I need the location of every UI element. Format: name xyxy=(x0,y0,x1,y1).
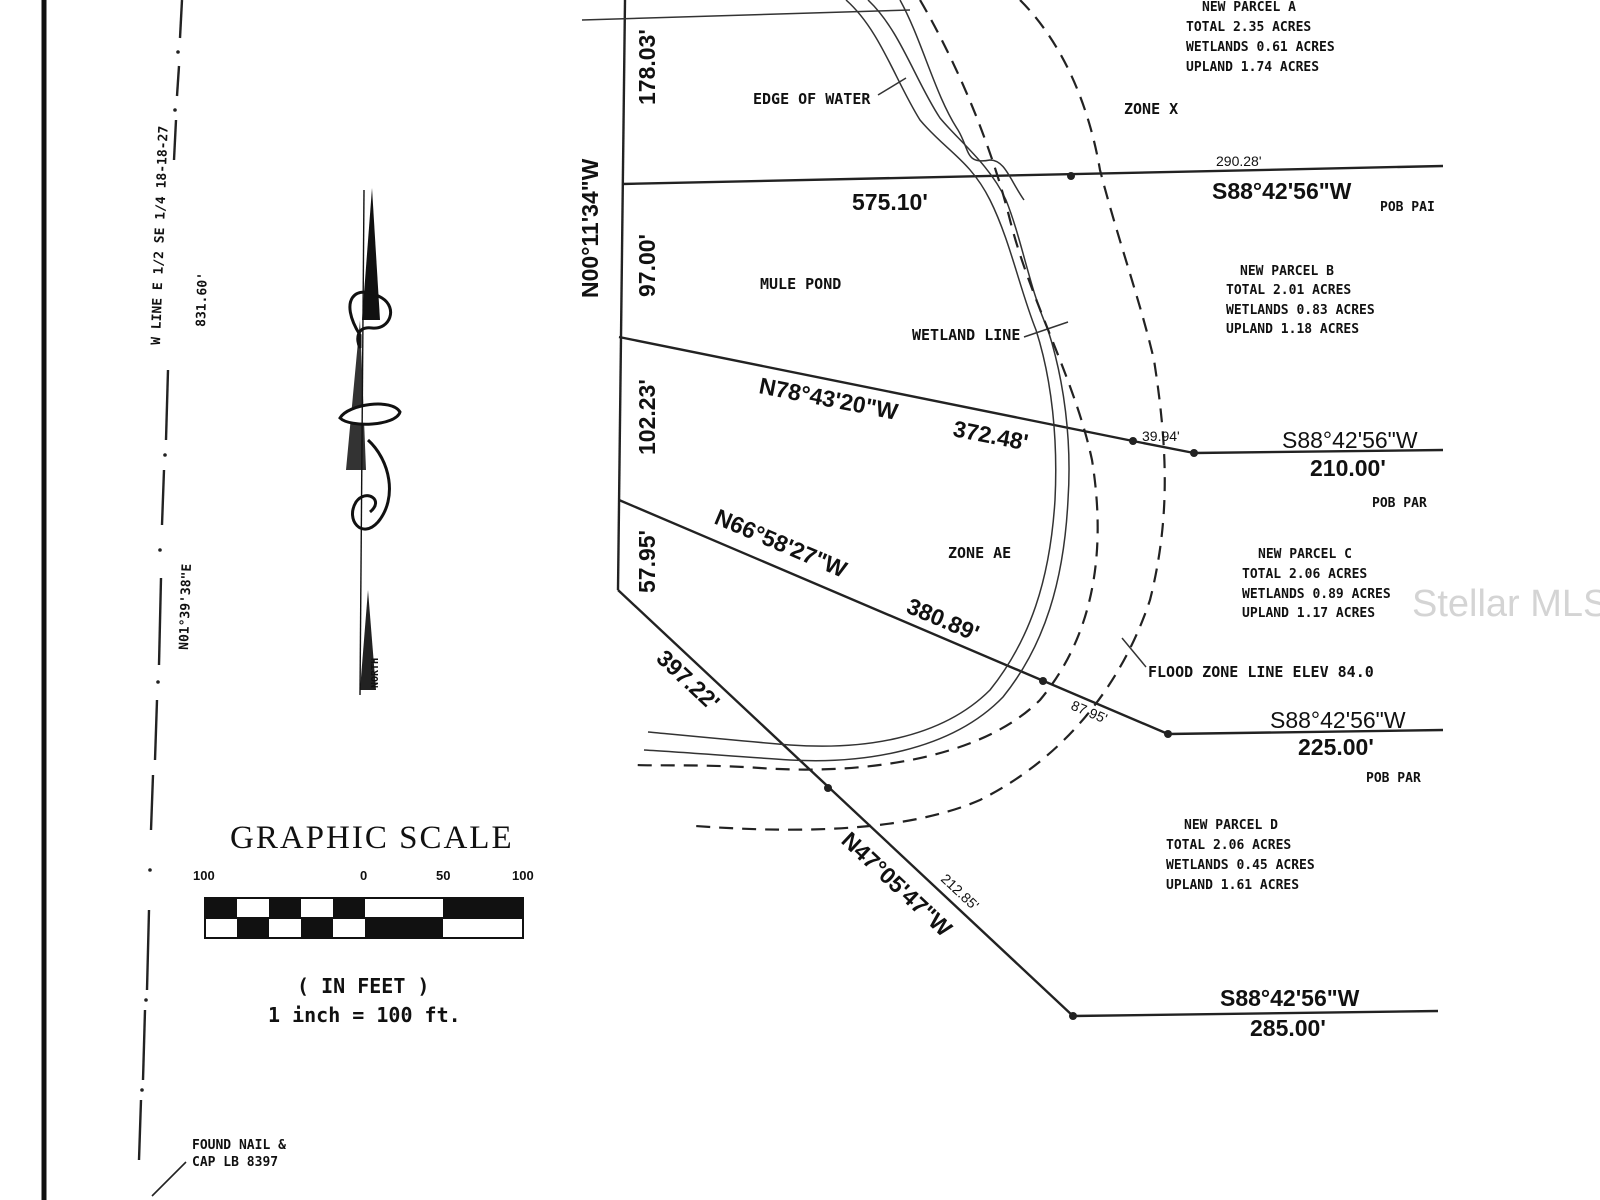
survey-point xyxy=(824,784,832,792)
line-a-total-length: 575.10' xyxy=(852,189,928,215)
parcel-line-c xyxy=(618,498,1169,736)
survey-point xyxy=(1039,677,1047,685)
diagonal-lower-length: 212.85' xyxy=(938,870,982,913)
wetland-line xyxy=(899,0,1025,201)
survey-point xyxy=(1067,172,1075,180)
line-c-pob-label: POB PAR xyxy=(1366,771,1421,786)
flood-zone-line xyxy=(635,0,1099,771)
parcel-wetlands: WETLANDS 0.89 ACRES xyxy=(1242,587,1391,602)
survey-point xyxy=(1129,437,1137,445)
section-line xyxy=(137,0,184,1161)
graphic-scale-title: GRAPHIC SCALE xyxy=(230,820,514,856)
parcel-upland: UPLAND 1.74 ACRES xyxy=(1186,60,1319,75)
west-segment-length: 178.03' xyxy=(634,29,660,105)
monument-leader xyxy=(151,1161,187,1197)
parcel-total: TOTAL 2.06 ACRES xyxy=(1242,567,1367,582)
line-c-east-bearing: S88°42'56"W xyxy=(1270,707,1406,733)
flood-zone-line xyxy=(694,0,1166,831)
parcel-b-block: NEW PARCEL B TOTAL 2.01 ACRES WETLANDS 0… xyxy=(1226,264,1375,337)
flood-zone-label: FLOOD ZONE LINE ELEV 84.0 xyxy=(1148,663,1374,681)
survey-point xyxy=(1190,449,1198,457)
scale-units-label: ( IN FEET ) xyxy=(297,974,429,998)
parcel-upland: UPLAND 1.61 ACRES xyxy=(1166,878,1299,893)
zone-ae-label: ZONE AE xyxy=(948,544,1011,562)
parcel-total: TOTAL 2.06 ACRES xyxy=(1166,838,1291,853)
parcel-upland: UPLAND 1.18 ACRES xyxy=(1226,322,1359,337)
line-d-east-bearing: S88°42'56"W xyxy=(1220,985,1360,1011)
parcel-total: TOTAL 2.01 ACRES xyxy=(1226,283,1351,298)
parcel-line-b xyxy=(618,335,1134,443)
west-boundary-line xyxy=(616,0,627,591)
edge-of-water-leader xyxy=(877,77,907,96)
found-monument-label: CAP LB 8397 xyxy=(192,1155,278,1170)
parcel-upland: UPLAND 1.17 ACRES xyxy=(1242,606,1375,621)
parcel-line-c-east xyxy=(1167,728,1444,736)
edge-of-water-label: EDGE OF WATER xyxy=(753,90,871,108)
section-line-label: W LINE E 1/2 SE 1/4 18-18-27 xyxy=(149,126,172,346)
line-b-east-bearing: S88°42'56"W xyxy=(1282,427,1418,453)
west-segment-length: 97.00' xyxy=(634,234,660,297)
scale-tick-label: 0 xyxy=(360,868,367,883)
parcel-total: TOTAL 2.35 ACRES xyxy=(1186,20,1311,35)
parcel-name: NEW PARCEL A xyxy=(1202,0,1296,15)
line-c-east-length: 225.00' xyxy=(1298,734,1374,760)
parcel-line-d-east xyxy=(1072,1009,1439,1018)
line-a-bearing: S88°42'56"W xyxy=(1212,178,1352,204)
west-boundary-bearing: N00°11'34"W xyxy=(577,158,603,298)
parcel-line-b-east xyxy=(1132,439,1195,455)
wetland-line-label: WETLAND LINE xyxy=(912,326,1020,344)
scale-ratio-label: 1 inch = 100 ft. xyxy=(268,1003,461,1027)
section-line-bearing: N01°39'38"E xyxy=(177,564,195,651)
parcel-a-block: NEW PARCEL A TOTAL 2.35 ACRES WETLANDS 0… xyxy=(1186,0,1335,75)
parcel-wetlands: WETLANDS 0.45 ACRES xyxy=(1166,858,1315,873)
scale-tick-label: 100 xyxy=(193,868,215,883)
pond-label: MULE POND xyxy=(760,275,841,293)
west-segment-length: 102.23' xyxy=(634,379,660,455)
parcel-wetlands: WETLANDS 0.61 ACRES xyxy=(1186,40,1335,55)
parcel-wetlands: WETLANDS 0.83 ACRES xyxy=(1226,303,1375,318)
section-line-length: 831.60' xyxy=(194,272,211,327)
edge-of-water-line xyxy=(647,0,1057,747)
parcel-line-diagonal xyxy=(617,589,1074,1017)
scale-tick-label: 50 xyxy=(436,868,450,883)
line-c-bearing: N66°58'27"W xyxy=(711,504,851,583)
survey-point xyxy=(1069,1012,1077,1020)
north-arrow-label: NORTH xyxy=(370,658,381,688)
parcel-name: NEW PARCEL B xyxy=(1240,264,1334,279)
wetland-line xyxy=(643,0,1070,762)
wetland-line-leader xyxy=(1023,321,1069,338)
line-b-short-length: 39.94' xyxy=(1142,428,1180,444)
line-a-pob-label: POB PAI xyxy=(1380,200,1435,215)
parcel-line-a xyxy=(621,164,1444,186)
zone-x-label: ZONE X xyxy=(1124,100,1178,118)
parcel-line-top xyxy=(581,9,911,21)
scale-tick-label: 100 xyxy=(512,868,534,883)
north-arrow-icon xyxy=(338,188,402,696)
watermark-label: Stellar MLS xyxy=(1412,583,1600,625)
parcel-line-b-east xyxy=(1193,448,1444,455)
line-b-length: 372.48' xyxy=(951,415,1030,455)
survey-point xyxy=(1164,730,1172,738)
line-b-pob-label: POB PAR xyxy=(1372,496,1427,511)
line-d-east-length: 285.00' xyxy=(1250,1015,1326,1041)
diagonal-bearing: N47°05'47"W xyxy=(837,827,958,942)
parcel-d-block: NEW PARCEL D TOTAL 2.06 ACRES WETLANDS 0… xyxy=(1166,818,1315,893)
found-monument-label: FOUND NAIL & xyxy=(192,1138,286,1153)
west-segment-length: 57.95' xyxy=(634,530,660,593)
line-a-east-length: 290.28' xyxy=(1216,153,1262,169)
parcel-name: NEW PARCEL C xyxy=(1258,547,1352,562)
line-b-east-length: 210.00' xyxy=(1310,455,1386,481)
parcel-name: NEW PARCEL D xyxy=(1184,818,1278,833)
scale-bar xyxy=(204,897,524,939)
flood-zone-leader xyxy=(1121,637,1147,668)
parcel-c-block: NEW PARCEL C TOTAL 2.06 ACRES WETLANDS 0… xyxy=(1242,547,1391,621)
